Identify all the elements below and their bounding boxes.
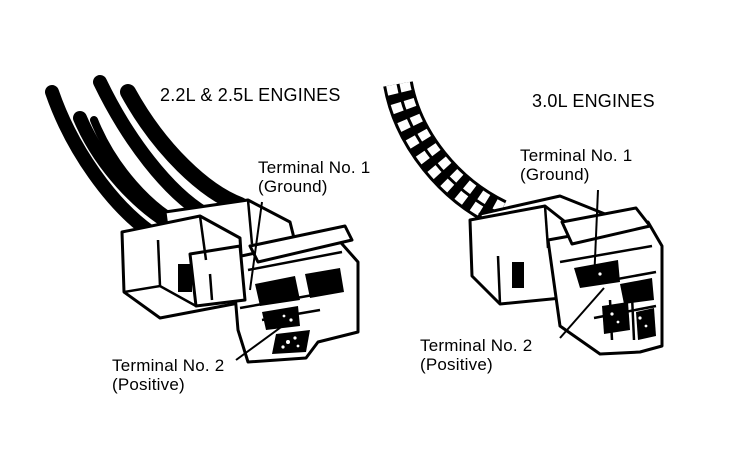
left-leader-lines <box>235 201 289 361</box>
left-leader-terminal-2 <box>235 321 289 361</box>
left-terminal-1-label: Terminal No. 1 (Ground) <box>258 158 370 196</box>
left-terminal-speckle <box>281 314 300 349</box>
left-wire-4 <box>120 84 248 213</box>
left-leader-terminal-1 <box>249 201 263 291</box>
right-terminal-cavities <box>512 260 656 340</box>
right-terminal-2-role: (Positive) <box>420 355 493 374</box>
right-leader-lines <box>559 189 605 339</box>
right-terminal-2-name: Terminal No. 2 <box>420 336 533 355</box>
right-cable <box>383 80 507 228</box>
right-terminal-speckle <box>598 272 648 328</box>
left-terminal-2-label: Terminal No. 2 (Positive) <box>112 356 224 394</box>
left-housing <box>120 198 360 364</box>
left-connector <box>45 75 360 364</box>
left-terminal-2-name: Terminal No. 2 <box>112 356 225 375</box>
right-terminal-1-role: (Ground) <box>520 165 590 184</box>
right-leader-terminal-2 <box>559 287 605 339</box>
left-terminal-1-role: (Ground) <box>258 177 328 196</box>
right-engine-title: 3.0L ENGINES <box>532 91 655 111</box>
left-terminal-cavities <box>178 264 344 354</box>
right-terminal-1-label: Terminal No. 1 (Ground) <box>520 146 632 184</box>
right-connector <box>383 80 664 356</box>
right-terminal-1-name: Terminal No. 1 <box>520 146 633 165</box>
left-wire-3 <box>93 75 212 221</box>
right-terminal-2-label: Terminal No. 2 (Positive) <box>420 336 532 374</box>
left-wire-1 <box>45 85 157 239</box>
left-engine-title: 2.2L & 2.5L ENGINES <box>160 85 341 105</box>
left-terminal-1-name: Terminal No. 1 <box>258 158 371 177</box>
right-leader-terminal-1 <box>593 189 599 283</box>
left-terminal-2-role: (Positive) <box>112 375 185 394</box>
